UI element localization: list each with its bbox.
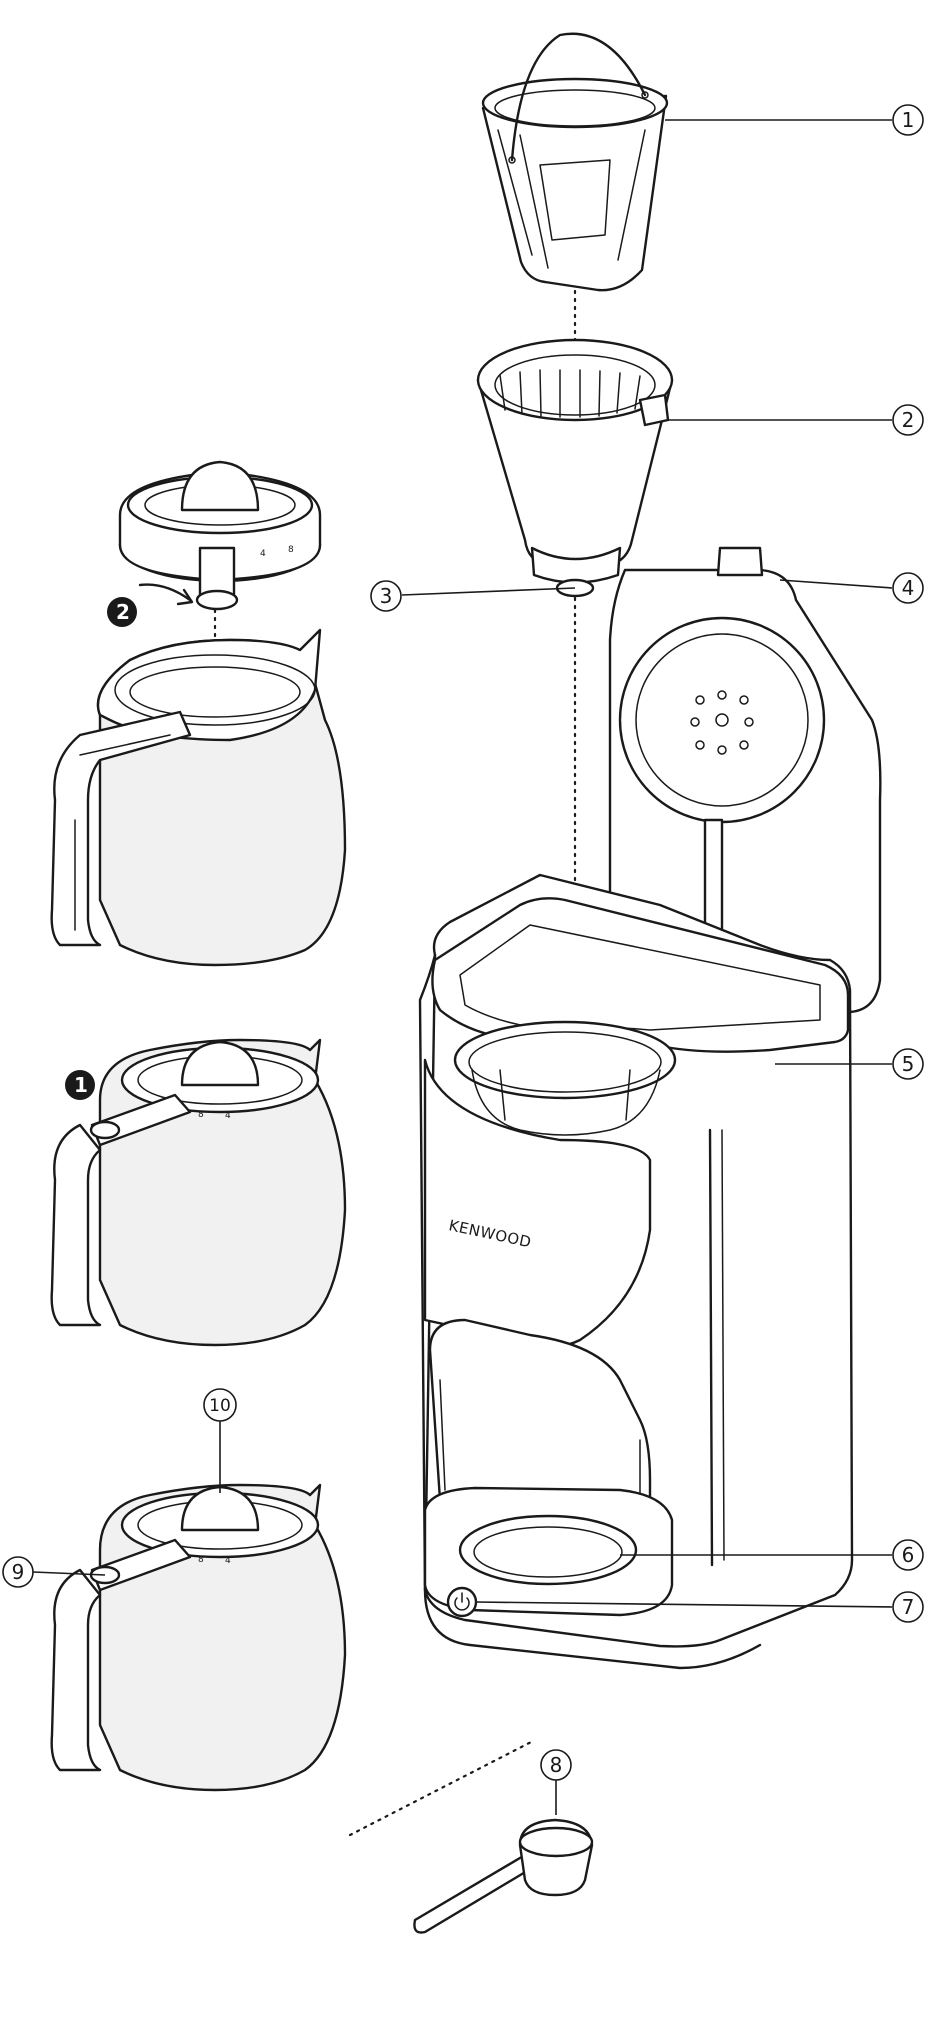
callout-1: 1 (893, 105, 923, 135)
svg-text:10: 10 (209, 1396, 231, 1416)
callout-10: 10 (204, 1389, 236, 1421)
lid-mark-4-b: 4 (225, 1111, 231, 1121)
filter-holder (478, 340, 672, 596)
svg-text:6: 6 (902, 1543, 915, 1567)
carafe-lid: 4 8 (120, 462, 320, 609)
svg-text:1: 1 (902, 108, 915, 132)
callout-9: 9 (3, 1557, 33, 1587)
callout-6: 6 (893, 1540, 923, 1570)
svg-text:8: 8 (550, 1753, 563, 1777)
coffee-maker-body: KENWOOD (420, 548, 880, 1668)
callout-7: 7 (893, 1592, 923, 1622)
lid-mark-8: 8 (288, 545, 294, 555)
lid-mark-4-c: 4 (225, 1556, 231, 1566)
lid-mark-8-c: 8 (198, 1555, 204, 1565)
step-2-marker: 2 (107, 585, 192, 627)
svg-text:2: 2 (116, 600, 130, 624)
svg-text:9: 9 (12, 1560, 25, 1584)
measuring-scoop (414, 1820, 592, 1933)
callout-4: 4 (893, 573, 923, 603)
svg-text:4: 4 (902, 576, 915, 600)
svg-text:7: 7 (902, 1595, 915, 1619)
callout-2: 2 (893, 405, 923, 435)
callout-8: 8 (541, 1750, 571, 1780)
svg-text:5: 5 (902, 1052, 915, 1076)
svg-text:1: 1 (74, 1073, 88, 1097)
lid-mark-4: 4 (260, 549, 266, 559)
carafe-closed: 8 4 (52, 1040, 345, 1345)
permanent-filter (483, 34, 667, 290)
callout-5: 5 (893, 1049, 923, 1079)
svg-text:2: 2 (902, 408, 915, 432)
callout-3: 3 (371, 581, 401, 611)
carafe-assembled: 8 4 (52, 1485, 345, 1790)
carafe-open (52, 630, 345, 965)
lid-mark-8-b: 8 (198, 1110, 204, 1120)
svg-text:3: 3 (380, 584, 393, 608)
